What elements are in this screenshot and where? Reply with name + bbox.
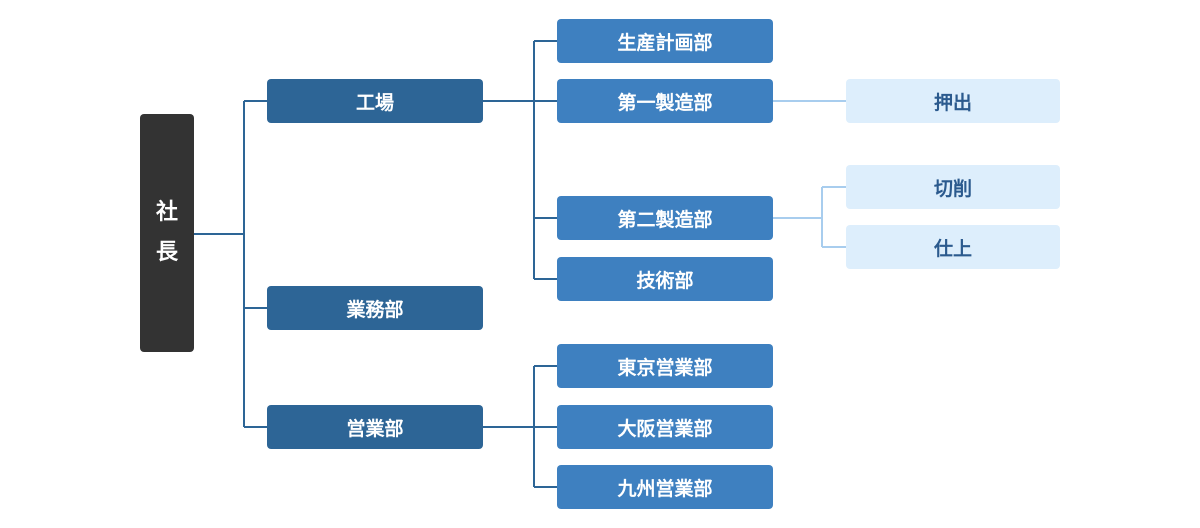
department-label: 第二製造部 <box>617 208 713 231</box>
section-cutting: 切削 <box>846 165 1060 209</box>
dept-manufacturing-2: 第二製造部 <box>557 196 773 240</box>
dept-production-planning: 生産計画部 <box>557 19 773 63</box>
section-label: 押出 <box>933 91 972 114</box>
department-label: 生産計画部 <box>617 31 713 54</box>
dept-manufacturing-1: 第一製造部 <box>557 79 773 123</box>
division-sales: 営業部 <box>267 405 483 449</box>
department-label: 東京営業部 <box>617 356 713 379</box>
section-finishing: 仕上 <box>846 225 1060 269</box>
division-label: 営業部 <box>346 417 404 440</box>
department-label: 大阪営業部 <box>617 417 713 440</box>
division-factory: 工場 <box>267 79 483 123</box>
dept-osaka-sales: 大阪営業部 <box>557 405 773 449</box>
department-label: 九州営業部 <box>617 477 713 500</box>
section-extrusion: 押出 <box>846 79 1060 123</box>
dept-kyushu-sales: 九州営業部 <box>557 465 773 509</box>
president-label-char: 社 <box>155 200 178 225</box>
division-operations: 業務部 <box>267 286 483 330</box>
section-label: 仕上 <box>933 237 972 260</box>
department-label: 技術部 <box>636 269 694 292</box>
president-box: 社 長 <box>140 114 194 352</box>
division-label: 工場 <box>355 91 394 114</box>
dept-tokyo-sales: 東京営業部 <box>557 344 773 388</box>
dept-engineering: 技術部 <box>557 257 773 301</box>
section-label: 切削 <box>933 177 972 200</box>
department-label: 第一製造部 <box>617 91 713 114</box>
division-label: 業務部 <box>346 298 404 321</box>
president-label-char: 長 <box>155 240 178 265</box>
